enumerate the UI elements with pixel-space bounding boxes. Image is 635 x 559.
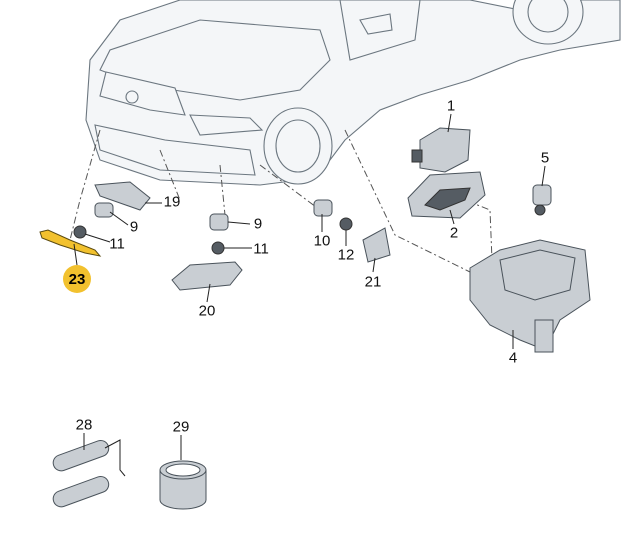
- callout-2[interactable]: 2: [449, 224, 459, 242]
- part-29-sleeve[interactable]: [159, 460, 207, 510]
- part-28-tool[interactable]: [51, 438, 126, 509]
- part-2-bracket[interactable]: [407, 171, 486, 219]
- callout-12[interactable]: 12: [337, 246, 355, 264]
- callout-11-center[interactable]: 11: [253, 240, 269, 258]
- dashed-path: [219, 164, 226, 216]
- callout-21[interactable]: 21: [364, 273, 382, 291]
- dashed-path: [259, 164, 321, 211]
- callout-23-highlighted[interactable]: 23: [63, 265, 91, 293]
- part-23-bracket-highlighted[interactable]: [39, 229, 102, 257]
- part-5-sensor[interactable]: [532, 184, 552, 216]
- dashed-path: [344, 129, 471, 273]
- part-11-seal-center[interactable]: [211, 241, 225, 255]
- callout-4[interactable]: 4: [508, 349, 518, 367]
- callout-1[interactable]: 1: [446, 97, 456, 115]
- callout-19[interactable]: 19: [163, 193, 181, 211]
- callout-9-left[interactable]: 9: [129, 218, 139, 236]
- callout-11-left[interactable]: 11: [109, 235, 125, 253]
- vehicle-illustration: [85, 0, 621, 186]
- callout-29[interactable]: 29: [172, 418, 190, 436]
- part-19-bracket[interactable]: [94, 181, 151, 211]
- callout-9-center[interactable]: 9: [253, 215, 263, 233]
- part-9-sensor-center[interactable]: [209, 213, 229, 231]
- part-4-housing[interactable]: [469, 239, 591, 353]
- leader-lines: [73, 113, 546, 460]
- callout-5[interactable]: 5: [540, 149, 550, 167]
- part-1-control-unit[interactable]: [411, 127, 471, 173]
- dashed-path: [69, 129, 101, 241]
- part-12-seal[interactable]: [339, 217, 353, 231]
- part-21-holder[interactable]: [362, 227, 391, 263]
- part-9-sensor-left[interactable]: [94, 202, 114, 218]
- part-10-sensor[interactable]: [313, 199, 333, 217]
- dashed-path: [159, 149, 181, 201]
- callout-10[interactable]: 10: [313, 232, 331, 250]
- callout-20[interactable]: 20: [198, 302, 216, 320]
- part-20-bracket[interactable]: [171, 261, 243, 291]
- callout-28[interactable]: 28: [75, 416, 93, 434]
- part-11-seal-left[interactable]: [73, 225, 87, 239]
